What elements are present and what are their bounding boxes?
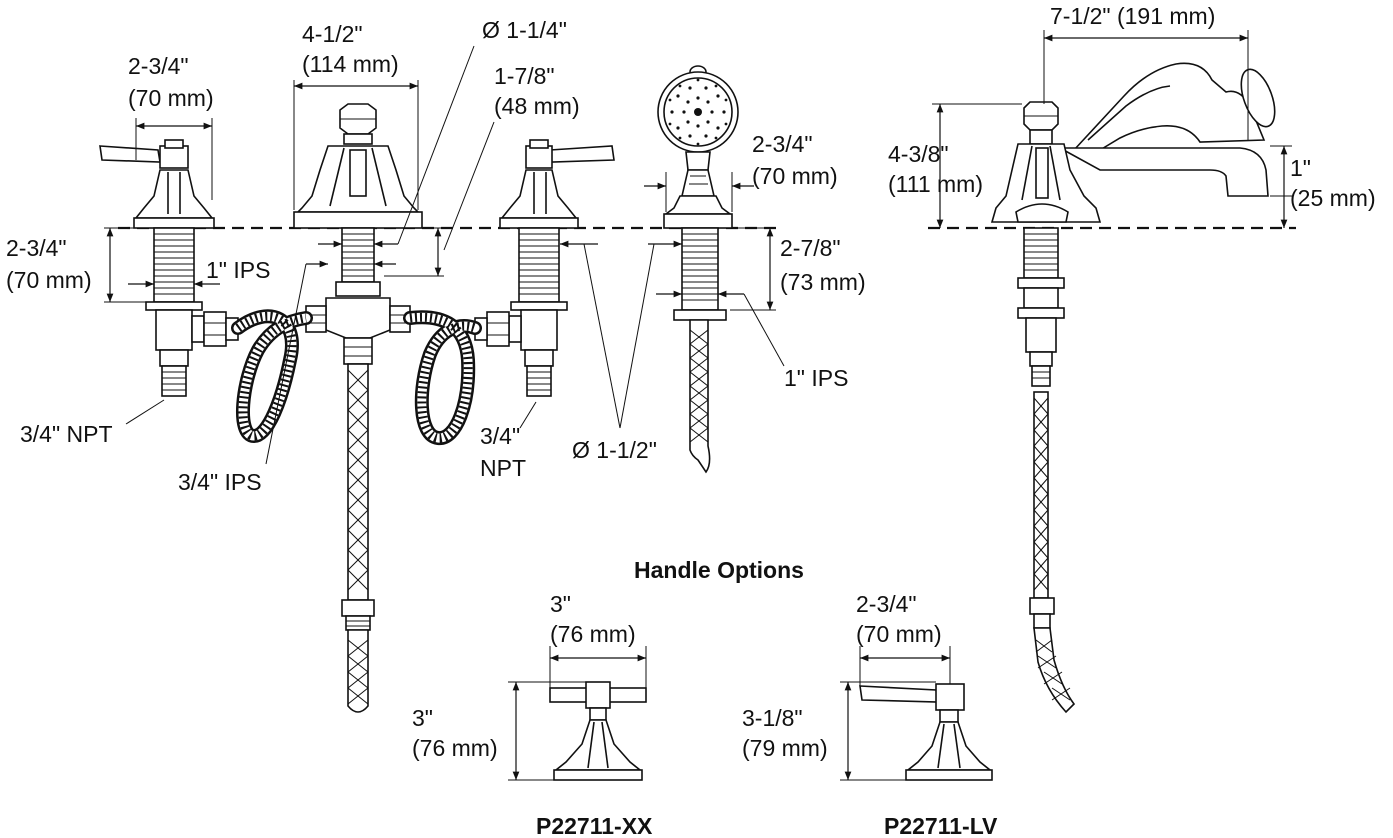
left-handle-assembly bbox=[99, 139, 239, 397]
side-reach-label: 7-1/2" (191 mm) bbox=[1050, 3, 1215, 29]
right-handle-assembly bbox=[474, 139, 615, 397]
left-handle-width-label: 2-3/4" bbox=[128, 53, 189, 79]
xx-height-mm-label: (76 mm) bbox=[412, 735, 498, 761]
outlet-hose-braid bbox=[347, 369, 369, 591]
mixer-ips-label: 3/4" IPS bbox=[178, 469, 262, 495]
handle-option-xx bbox=[508, 646, 647, 781]
spout-base-width-label: 4-1/2" bbox=[302, 21, 363, 47]
side-dimension-lines bbox=[932, 30, 1292, 228]
lv-width-mm-label: (70 mm) bbox=[856, 621, 942, 647]
right-npt-label-1: 3/4" bbox=[480, 423, 520, 449]
right-npt-label-2: NPT bbox=[480, 455, 526, 481]
left-handle-width-mm-label: (70 mm) bbox=[128, 85, 214, 111]
xx-height-label: 3" bbox=[412, 705, 433, 731]
xx-model-label: P22711-XX bbox=[536, 813, 653, 838]
side-spout-height-mm-label: (25 mm) bbox=[1290, 185, 1376, 211]
spray-ips-label: 1" IPS bbox=[784, 365, 848, 391]
spray-width-mm-label: (70 mm) bbox=[752, 163, 838, 189]
left-shank-len-mm-label: (70 mm) bbox=[6, 267, 92, 293]
left-shank-ips-label: 1" IPS bbox=[206, 257, 270, 283]
hole-dia-label: Ø 1-1/2" bbox=[572, 437, 657, 463]
lv-width-label: 2-3/4" bbox=[856, 591, 917, 617]
side-spout-height-label: 1" bbox=[1290, 155, 1311, 181]
spout-assembly bbox=[293, 103, 423, 713]
hand-spray-assembly bbox=[657, 65, 739, 474]
lv-model-label: P22711-LV bbox=[884, 813, 998, 838]
spout-base-width-mm-label: (114 mm) bbox=[302, 51, 399, 77]
xx-width-label: 3" bbox=[550, 591, 571, 617]
handle-option-lv bbox=[840, 646, 993, 781]
lv-height-mm-label: (79 mm) bbox=[742, 735, 828, 761]
xx-width-mm-label: (76 mm) bbox=[550, 621, 636, 647]
spray-width-label: 2-3/4" bbox=[752, 131, 813, 157]
left-supply-loop bbox=[231, 309, 313, 444]
side-height-mm-label: (111 mm) bbox=[888, 171, 983, 197]
spray-face-holes bbox=[668, 78, 728, 146]
spout-shank-len-mm-label: (48 mm) bbox=[494, 93, 580, 119]
spout-shank-dia-label: Ø 1-1/4" bbox=[482, 17, 567, 43]
spout-shank-len-label: 1-7/8" bbox=[494, 63, 555, 89]
handle-options-title: Handle Options bbox=[634, 557, 804, 583]
front-dimension-lines bbox=[104, 45, 785, 465]
left-shank-threads bbox=[154, 233, 194, 295]
spray-shank-len-mm-label: (73 mm) bbox=[780, 269, 866, 295]
left-shank-len-label: 2-3/4" bbox=[6, 235, 67, 261]
spray-shank-len-label: 2-7/8" bbox=[780, 235, 841, 261]
spray-shank-threads bbox=[682, 233, 718, 301]
right-supply-loop bbox=[403, 310, 482, 445]
side-view-assembly bbox=[990, 62, 1276, 714]
left-npt-label: 3/4" NPT bbox=[20, 421, 113, 447]
right-shank-threads bbox=[519, 233, 559, 295]
spout-shank-threads bbox=[342, 233, 374, 277]
lv-height-label: 3-1/8" bbox=[742, 705, 803, 731]
side-height-label: 4-3/8" bbox=[888, 141, 949, 167]
